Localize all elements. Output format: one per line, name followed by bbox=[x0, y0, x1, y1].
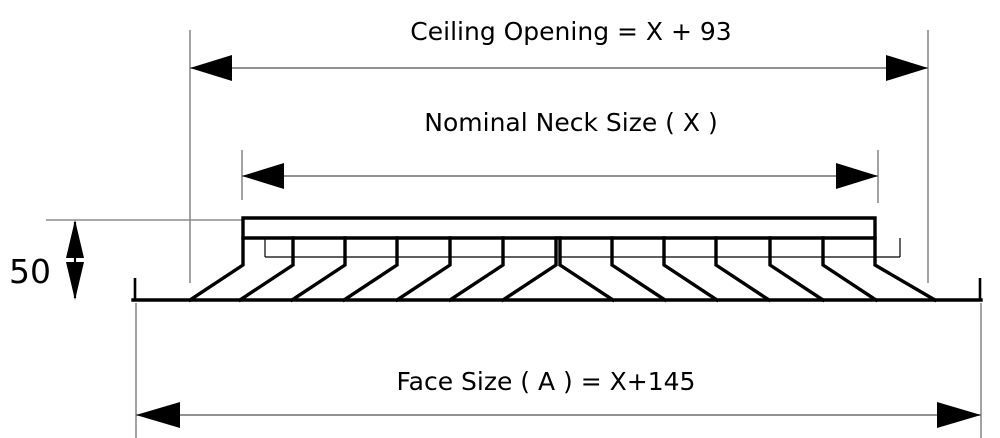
vane-left-6 bbox=[447, 236, 505, 303]
arrow-head-face-right bbox=[937, 402, 981, 428]
vane-right-6 bbox=[821, 236, 879, 303]
vane-left-2 bbox=[237, 236, 295, 303]
label-height-50: 50 bbox=[9, 252, 51, 291]
vane-left-7 bbox=[500, 236, 558, 303]
label-ceiling-opening: Ceiling Opening = X + 93 bbox=[410, 17, 731, 46]
arrow-head-ceiling-left bbox=[190, 55, 232, 81]
vane-group-right bbox=[558, 236, 938, 303]
dimension-ceiling-opening: Ceiling Opening = X + 93 bbox=[190, 17, 928, 81]
label-face-size: Face Size ( A ) = X+145 bbox=[397, 367, 696, 396]
vane-left-1 bbox=[187, 236, 245, 303]
arrow-head-neck-left bbox=[242, 163, 284, 189]
vane-right-4 bbox=[714, 236, 772, 303]
diffuser-body bbox=[131, 216, 983, 303]
arrow-head-neck-right bbox=[836, 163, 878, 189]
dimension-face-size: Face Size ( A ) = X+145 bbox=[136, 367, 981, 428]
arrow-head-face-left bbox=[136, 402, 180, 428]
vane-group-left bbox=[187, 236, 558, 303]
extension-lines bbox=[46, 30, 982, 438]
dimension-height-50: 50 bbox=[9, 220, 84, 300]
vane-right-7 bbox=[873, 236, 938, 303]
face-plate-outline bbox=[241, 216, 877, 240]
arrow-head-ceiling-right bbox=[886, 55, 928, 81]
arrow-head-height-bottom bbox=[66, 262, 84, 300]
dimension-nominal-neck-size: Nominal Neck Size ( X ) bbox=[242, 108, 878, 189]
vane-right-1 bbox=[558, 236, 616, 303]
arrow-head-height-top bbox=[66, 220, 84, 258]
vane-left-3 bbox=[289, 236, 347, 303]
vane-left-4 bbox=[341, 236, 399, 303]
vane-left-5 bbox=[394, 236, 452, 303]
vane-right-5 bbox=[768, 236, 826, 303]
vane-right-3 bbox=[662, 236, 720, 303]
label-nominal-neck-size: Nominal Neck Size ( X ) bbox=[424, 108, 717, 137]
vane-right-2 bbox=[610, 236, 668, 303]
